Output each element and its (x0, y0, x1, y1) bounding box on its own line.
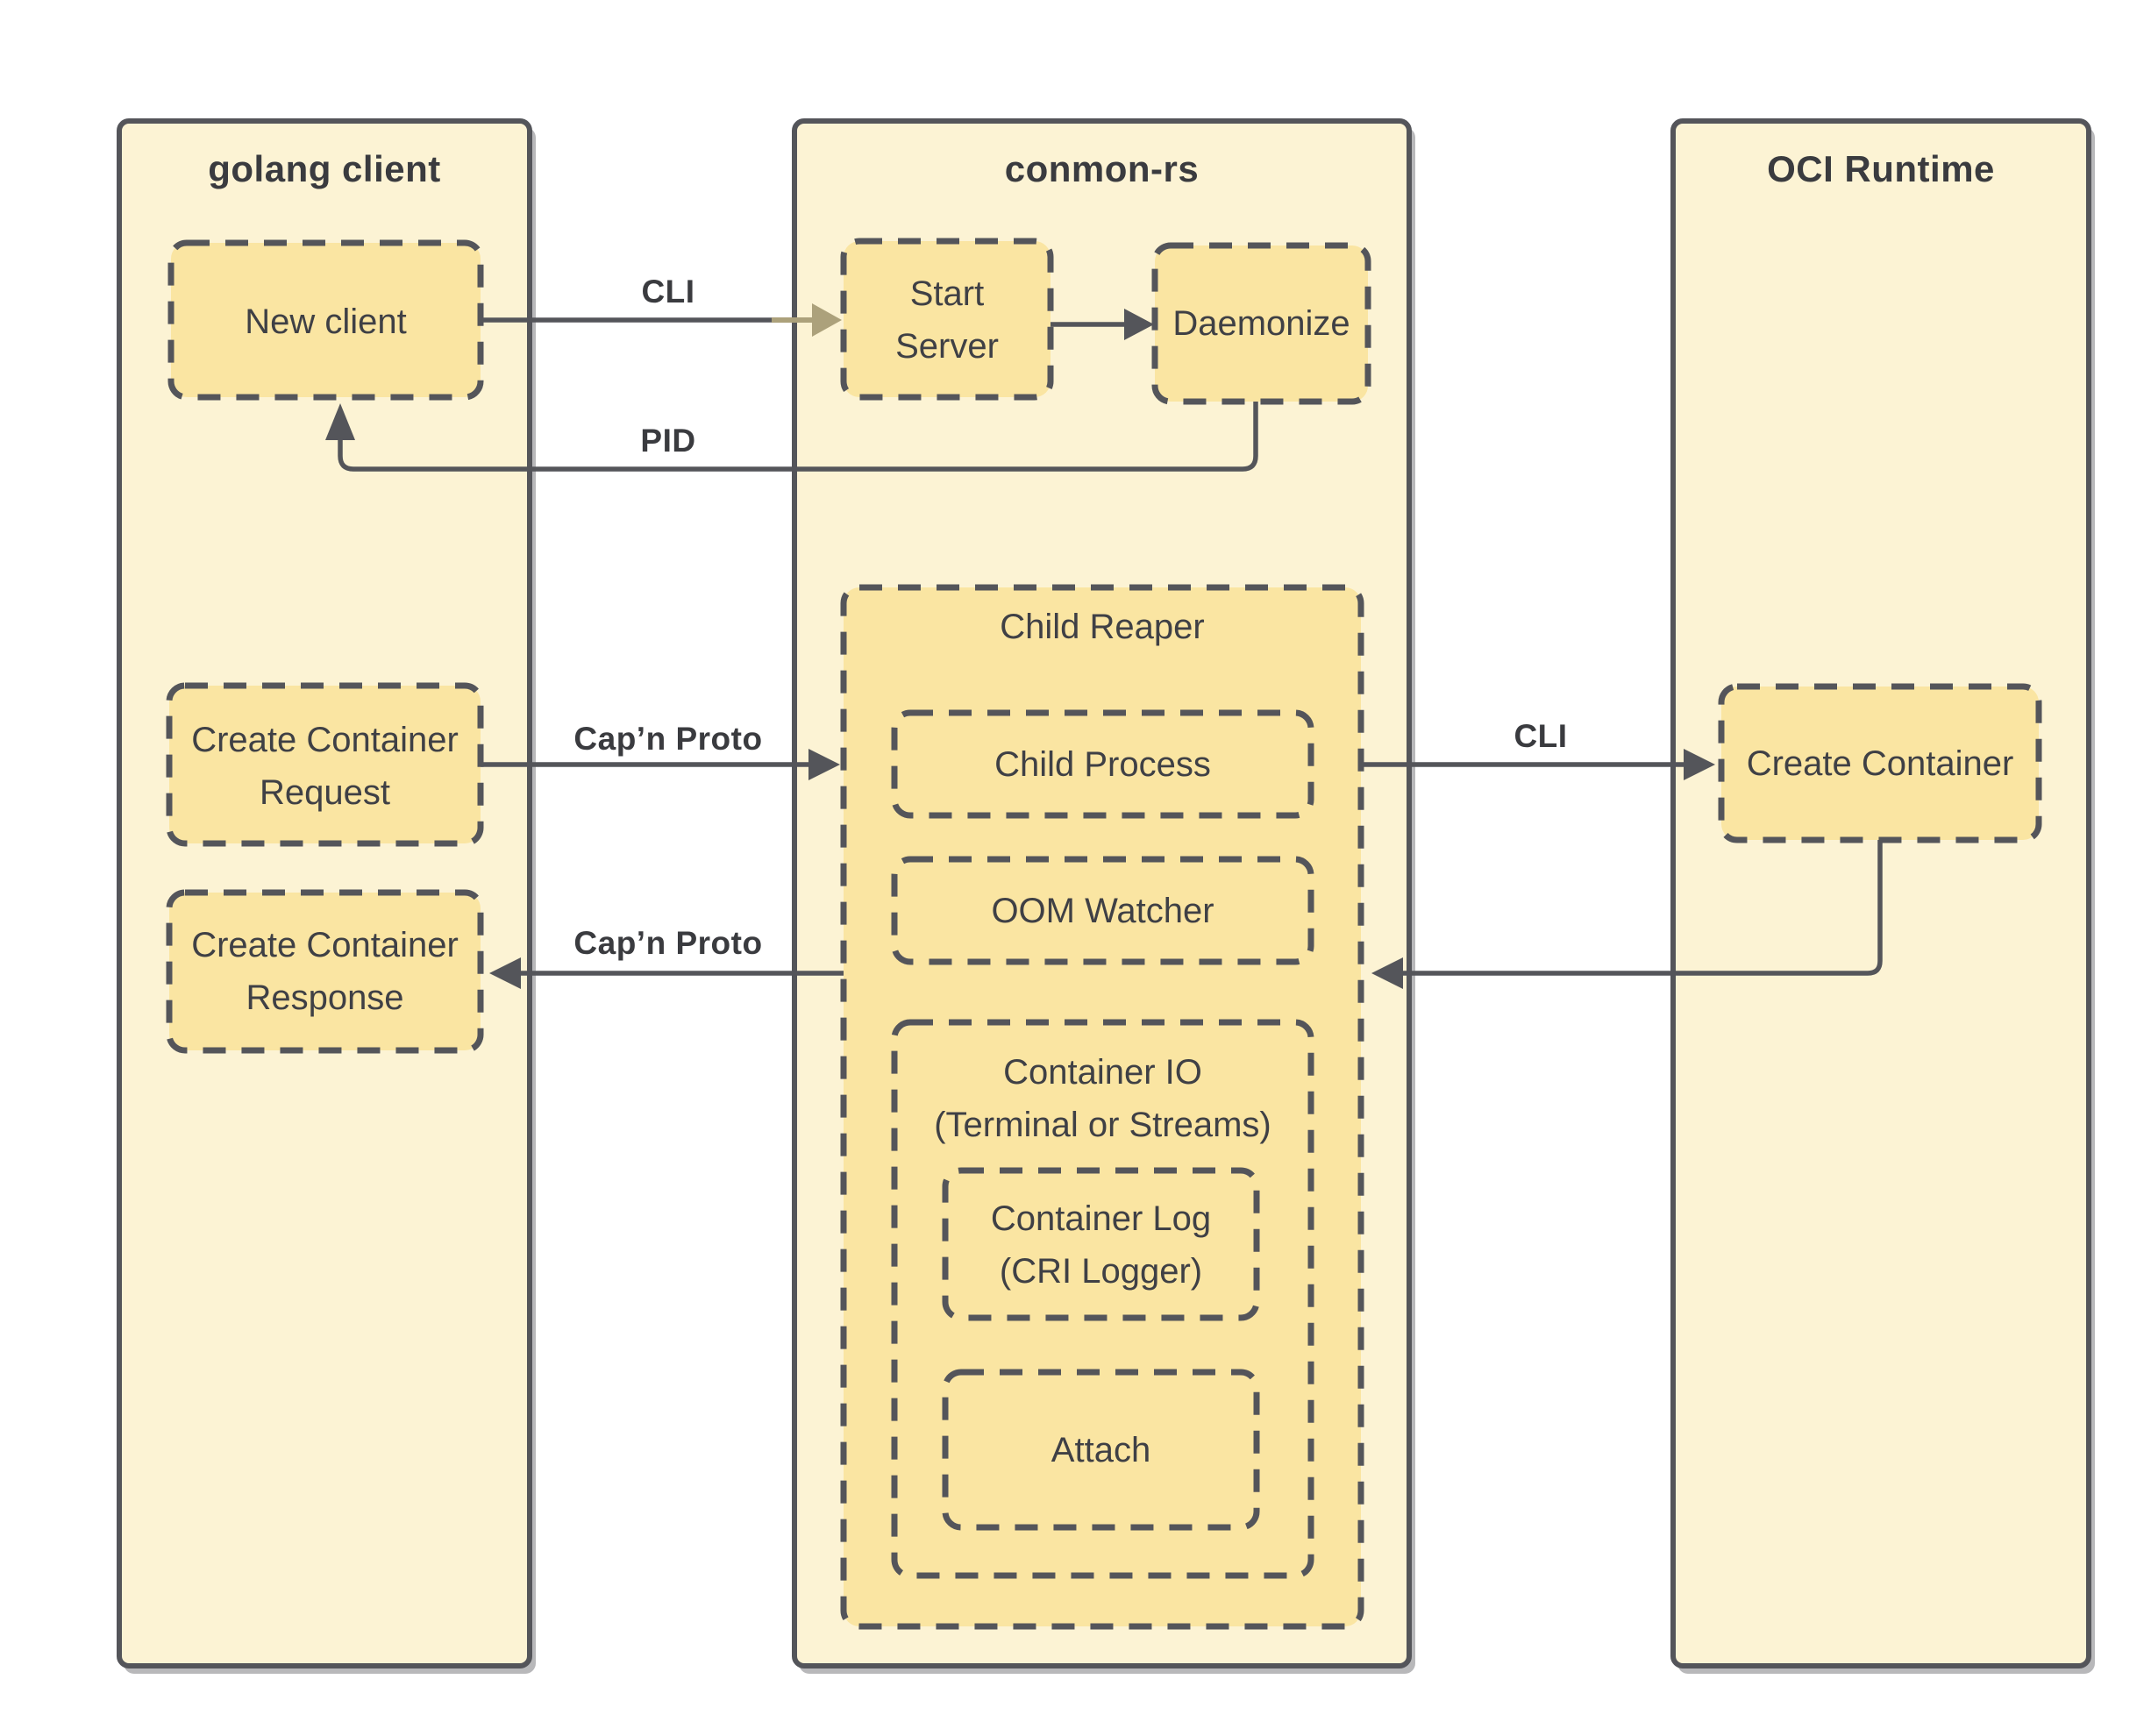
label-start-server: Start Server (844, 267, 1051, 373)
label-container-io: Container IO (Terminal or Streams) (894, 1046, 1311, 1151)
column-title-golang-client: golang client (208, 148, 441, 189)
label-daemonize: Daemonize (1172, 304, 1350, 343)
label-new-client: New client (245, 302, 407, 341)
label-container-log-line2: (CRI Logger) (999, 1252, 1203, 1291)
column-title-oci-runtime: OCI Runtime (1767, 148, 1995, 189)
label-create-container-request: Create Container Request (169, 714, 481, 819)
label-child-reaper: Child Reaper (1000, 608, 1205, 646)
label-start-server-line1: Start (909, 274, 985, 313)
edge-label-cli-left: CLI (641, 274, 695, 309)
label-request-line2: Request (260, 773, 390, 812)
label-container-io-line2: (Terminal or Streams) (934, 1106, 1271, 1144)
label-start-server-line2: Server (895, 327, 999, 366)
column-golang-client: golang client (117, 118, 532, 1668)
label-request-line1: Create Container (191, 721, 459, 759)
label-create-container: Create Container (1746, 744, 2014, 783)
edge-label-capn-proto-response: Cap’n Proto (573, 925, 763, 961)
label-child-process: Child Process (994, 745, 1211, 784)
edge-label-pid: PID (640, 423, 696, 459)
label-container-log: Container Log (CRI Logger) (945, 1192, 1257, 1298)
label-response-line1: Create Container (191, 926, 459, 964)
label-attach: Attach (1051, 1431, 1151, 1469)
edge-label-cli-right: CLI (1514, 718, 1568, 754)
label-container-log-line1: Container Log (990, 1199, 1212, 1238)
label-response-line2: Response (246, 978, 404, 1017)
edge-label-capn-proto-request: Cap’n Proto (573, 721, 763, 757)
label-oom-watcher: OOM Watcher (991, 892, 1214, 930)
column-oci-runtime: OCI Runtime (1670, 118, 2091, 1668)
label-create-container-response: Create Container Response (169, 919, 481, 1024)
label-container-io-line1: Container IO (1003, 1053, 1202, 1092)
column-title-conmon-rs: conmon-rs (1004, 148, 1200, 189)
